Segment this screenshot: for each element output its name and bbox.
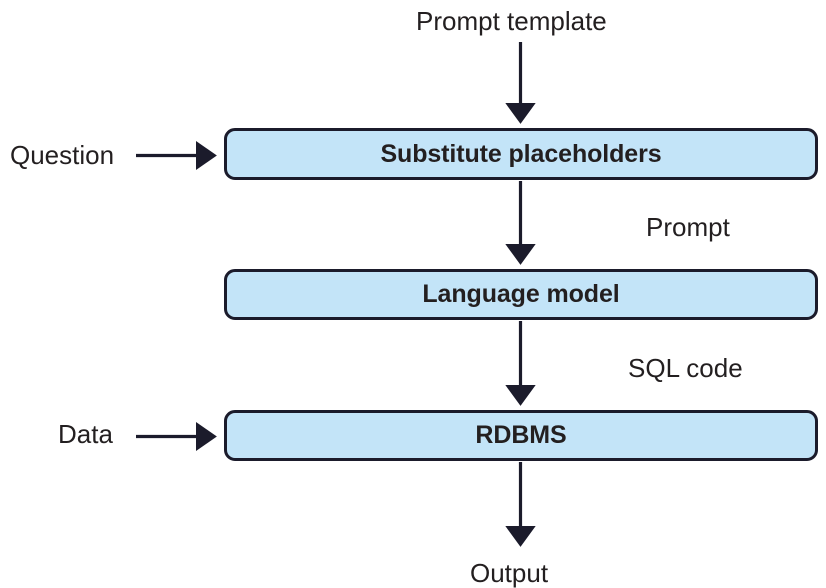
label-question: Question (10, 140, 115, 170)
label-prompt-template: Prompt template (416, 6, 607, 36)
node-language-model-label: Language model (422, 280, 620, 308)
node-substitute-placeholders: Substitute placeholders (224, 128, 818, 180)
label-sql-code: SQL code (628, 353, 743, 383)
node-rdbms: RDBMS (224, 410, 818, 461)
node-substitute-placeholders-label: Substitute placeholders (380, 139, 662, 168)
node-language-model: Language model (224, 269, 818, 320)
label-output: Output (470, 558, 549, 588)
node-rdbms-label: RDBMS (475, 421, 567, 449)
label-data: Data (58, 419, 113, 449)
label-prompt: Prompt (646, 212, 730, 242)
